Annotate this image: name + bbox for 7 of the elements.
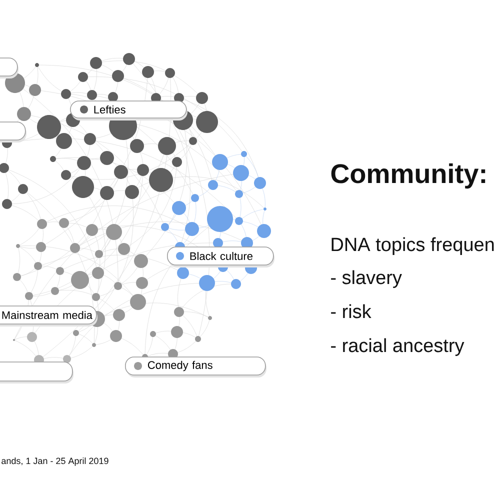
- caption: ands, 1 Jan - 25 April 2019: [2, 457, 108, 466]
- heading: Community:: [331, 163, 486, 189]
- intro-text: DNA topics frequen: [332, 237, 494, 255]
- list-item: - risk: [331, 304, 372, 318]
- list-item: - slavery: [331, 270, 402, 288]
- list-item: - racial ancestry: [331, 338, 464, 356]
- blank-pill: [0, 362, 74, 384]
